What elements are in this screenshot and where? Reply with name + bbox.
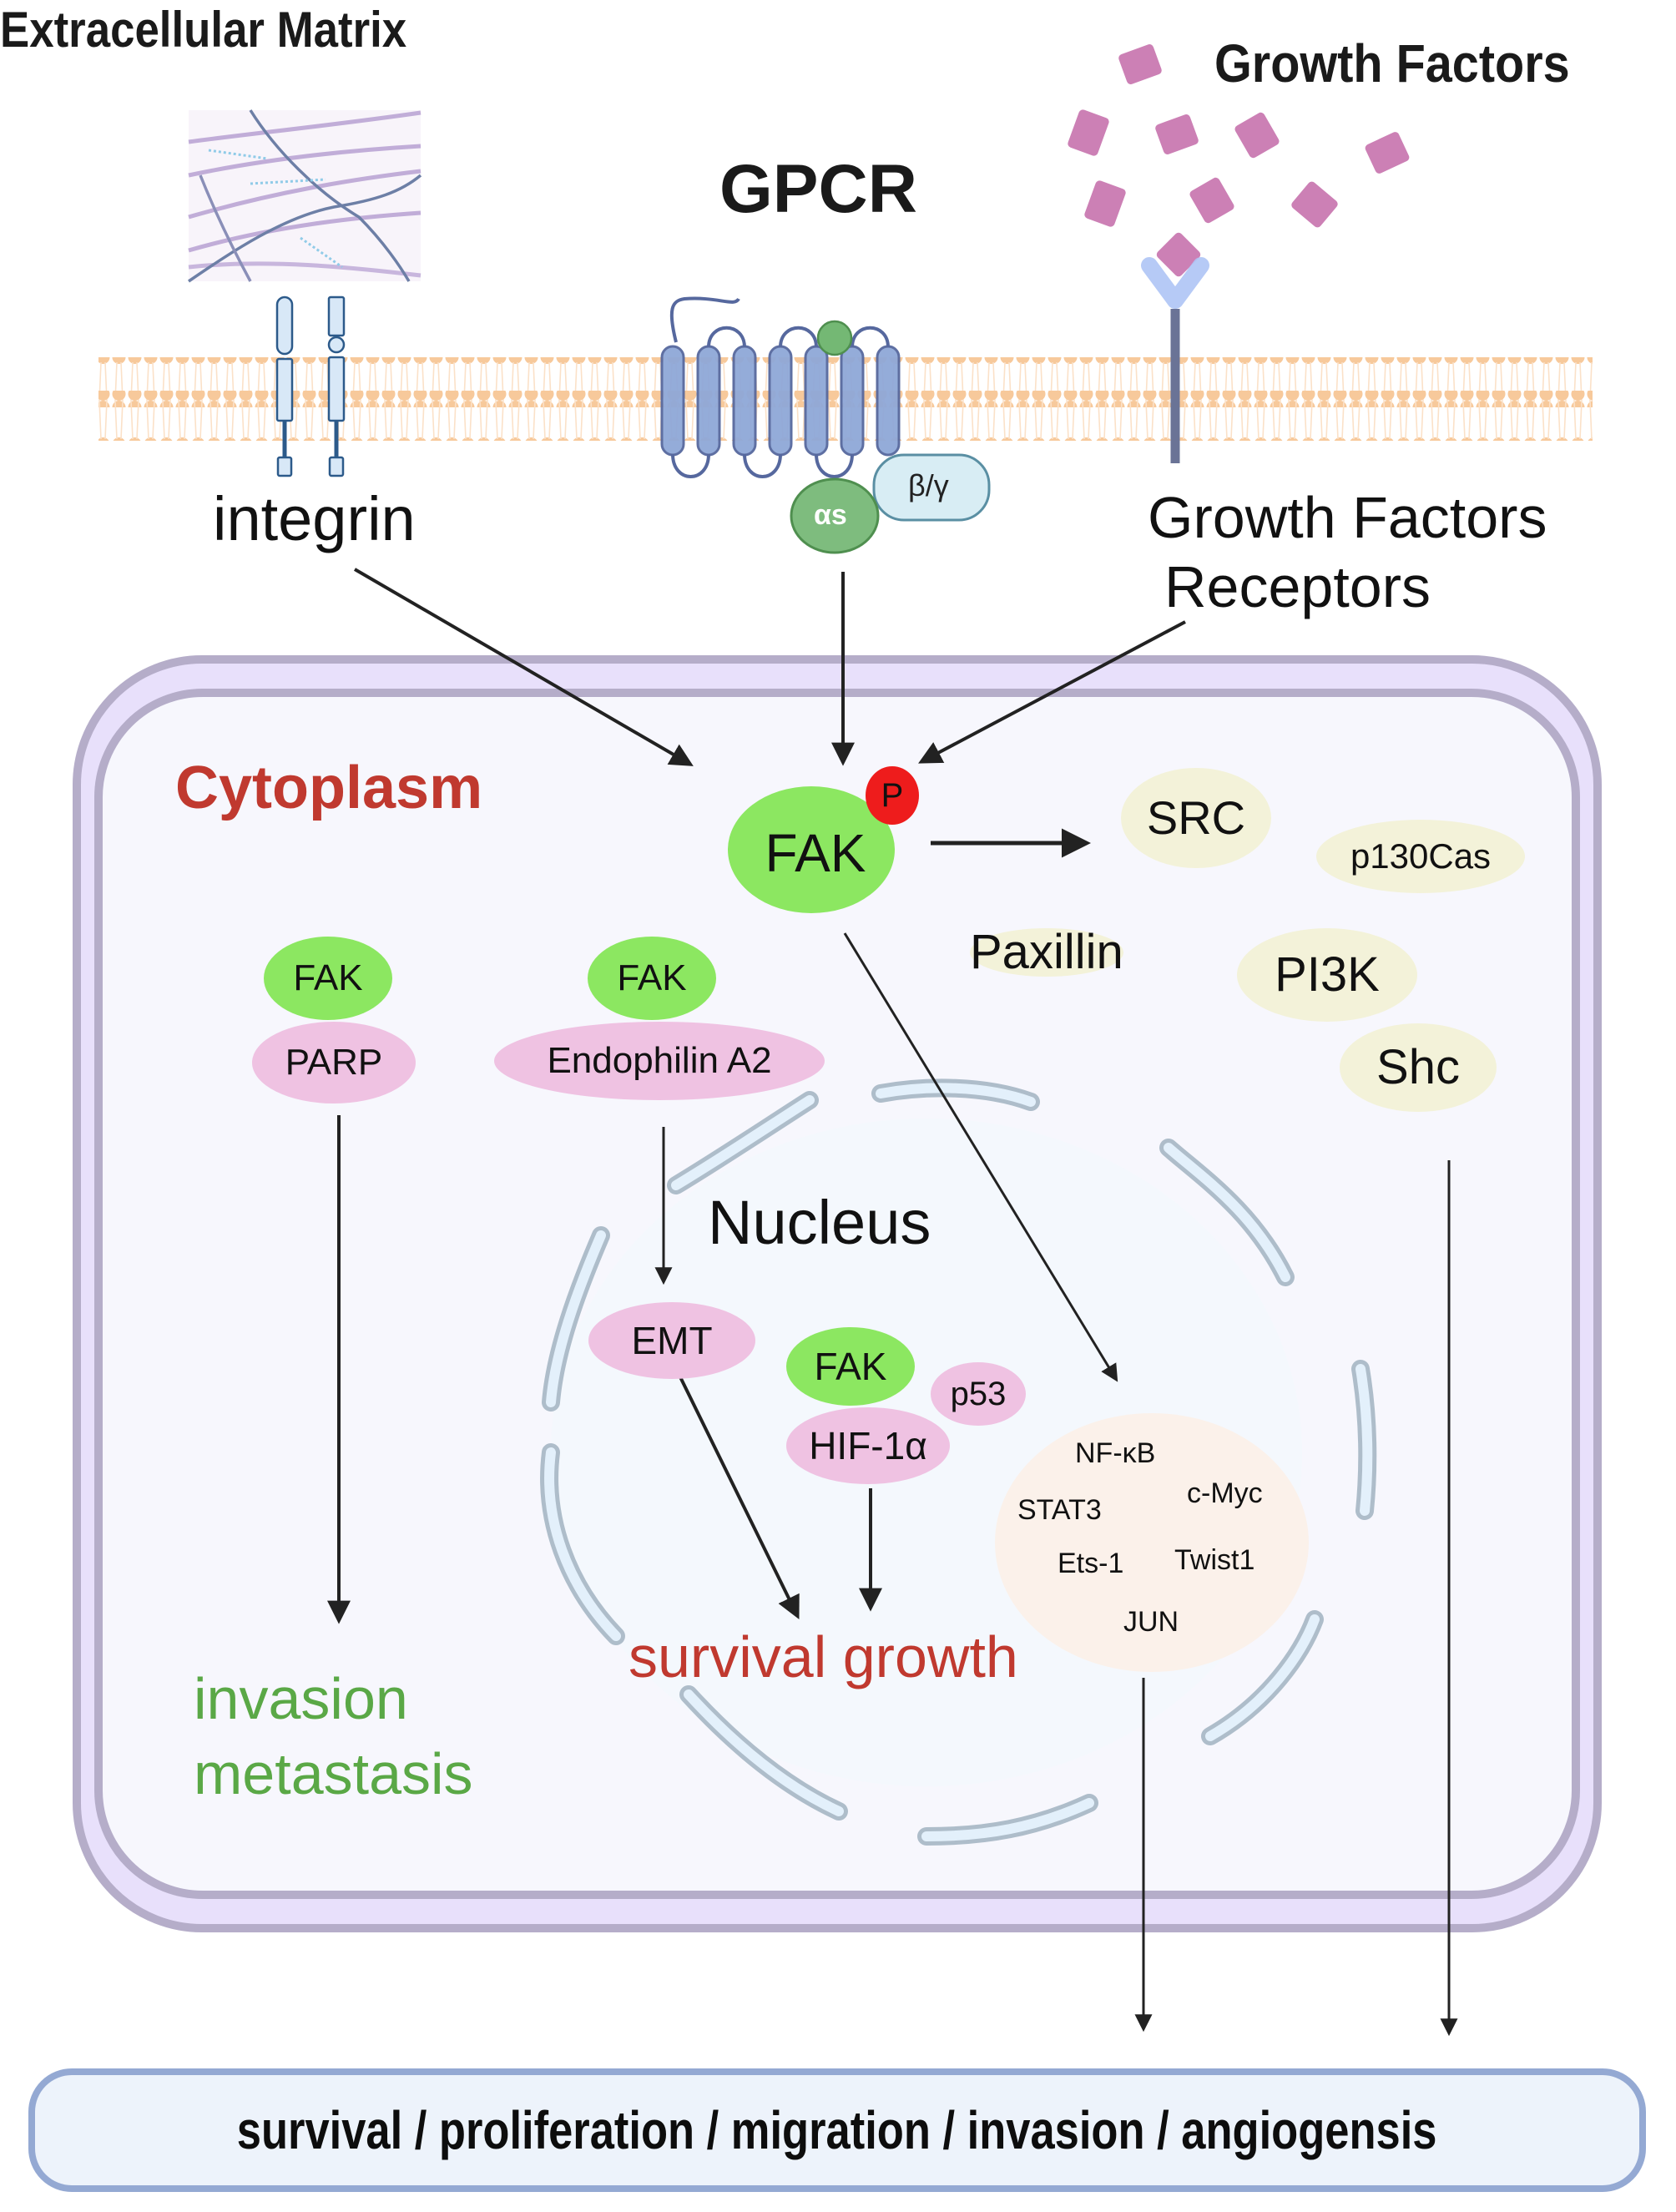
integrin-icon [275,295,346,477]
transcription-factor-cluster [995,1413,1309,1672]
parp-node[interactable]: PARP [252,1022,416,1103]
hif-1a-node[interactable]: HIF-1α [786,1407,950,1484]
p130cas-node[interactable]: p130Cas [1316,820,1525,893]
tf-jun: JUN [1123,1606,1179,1638]
fak-parp-fak-node[interactable]: FAK [264,937,392,1020]
parp-label: PARP [285,1042,383,1083]
nuclear-fak-node[interactable]: FAK [786,1327,915,1406]
pi3k-label: PI3K [1275,947,1380,1002]
gpcr-title: GPCR [719,151,917,227]
growth-factor-ligands [1068,44,1410,277]
fak-parp-fak-label: FAK [293,957,363,998]
growth-factor-receptor-label-line1: Growth Factors [1148,485,1547,550]
endophilin-a2-node[interactable]: Endophilin A2 [494,1022,825,1100]
gpcr-icon [660,296,991,554]
survival-growth-label: survival growth [628,1624,1018,1689]
arrow-integrin-to-fak [353,568,694,766]
growth-factors-title: Growth Factors [1214,33,1570,93]
metastasis-label: metastasis [194,1741,473,1806]
fak-main-node[interactable]: FAK [728,786,895,913]
fak-main-label: FAK [765,823,866,883]
emt-node[interactable]: EMT [588,1302,755,1379]
nucleus-label: Nucleus [708,1188,931,1257]
src-node[interactable]: SRC [1121,768,1271,868]
shc-node[interactable]: Shc [1340,1023,1497,1112]
paxillin-node[interactable]: Paxillin [970,928,1123,977]
tf-twist1: Twist1 [1174,1544,1255,1576]
hif-1a-label: HIF-1α [809,1424,927,1467]
paxillin-label: Paxillin [970,925,1123,979]
shc-label: Shc [1376,1040,1460,1094]
pi3k-node[interactable]: PI3K [1237,928,1417,1022]
extracellular-matrix-title: Extracellular Matrix [0,2,407,58]
fak-endophilin-fak-node[interactable]: FAK [588,937,716,1020]
src-label: SRC [1146,791,1246,844]
tf-c-myc: c-Myc [1187,1477,1263,1509]
growth-factor-receptor-icon [1141,257,1209,463]
tf-stat3: STAT3 [1017,1494,1102,1526]
arrow-emt-to-survival [664,1346,800,1620]
gpcr-alpha-s-label: αs [814,499,847,531]
tf-nfkb: NF-κB [1075,1437,1156,1469]
p53-label: p53 [950,1376,1007,1412]
nuclear-fak-label: FAK [814,1345,887,1388]
cytoplasm-label: Cytoplasm [175,755,483,821]
emt-label: EMT [631,1319,713,1362]
growth-factor-receptor-label-line2: Receptors [1164,554,1431,619]
cellular-outcomes-label: survival / proliferation / migration / i… [237,2100,1437,2160]
phospho-label: P [881,777,904,814]
phospho-badge: P [866,766,919,825]
integrin-label: integrin [213,484,416,553]
tf-ets-1: Ets-1 [1058,1548,1124,1579]
signaling-arrows [327,568,1458,2037]
invasion-label: invasion [194,1666,408,1731]
gpcr-beta-gamma-label: β/γ [908,468,949,502]
p130cas-label: p130Cas [1350,836,1492,876]
fak-endophilin-fak-label: FAK [617,957,687,998]
arrow-receptor-to-fak [918,620,1186,764]
cellular-outcomes-box: survival / proliferation / migration / i… [28,2068,1646,2192]
endophilin-a2-label: Endophilin A2 [547,1040,772,1081]
arrow-fak-to-nucleus [843,932,1118,1382]
extracellular-matrix-image [188,109,422,283]
p53-node[interactable]: p53 [931,1362,1026,1426]
